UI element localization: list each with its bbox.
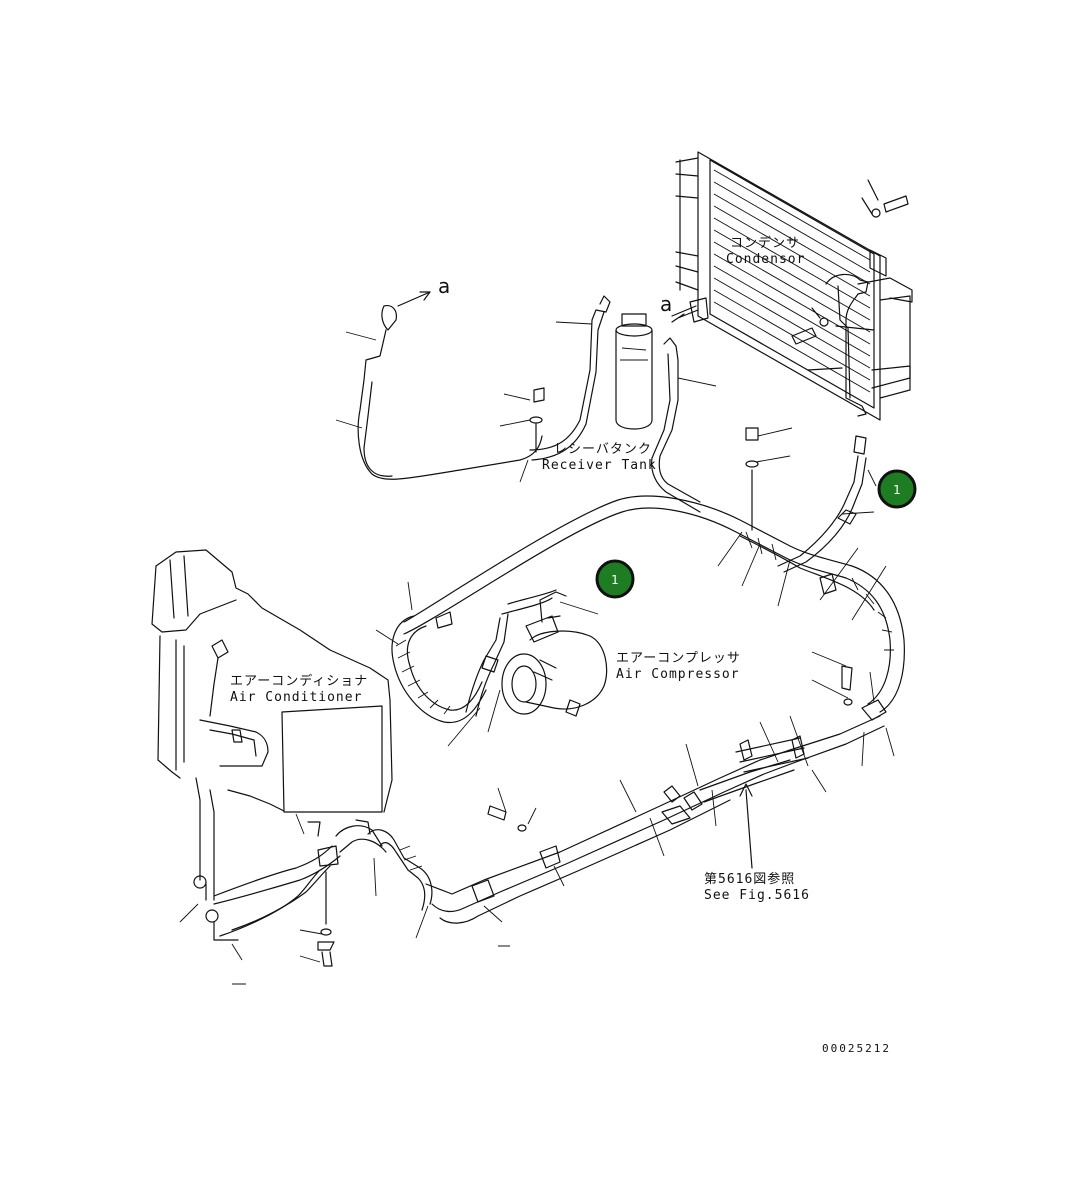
leader-lines [179, 321, 895, 985]
upper-pipes [357, 295, 701, 513]
callout-badge-upper[interactable]: 1 [877, 469, 917, 509]
callout-badge-lower-circle[interactable] [595, 559, 635, 599]
see-fig-label-jp: 第5616図参照 [704, 871, 795, 887]
condensor-label-jp: コンデンサ [730, 235, 800, 251]
callout-badge-lower[interactable]: 1 [595, 559, 635, 599]
receiver-tank-label-en: Receiver Tank [542, 458, 657, 473]
ref-letter-a-left: a [438, 274, 450, 298]
condenser-bolts [671, 179, 909, 417]
callout-badge-upper-circle[interactable] [877, 469, 917, 509]
callout-badge-upper-number: 1 [893, 483, 901, 497]
air-conditioner-unit [151, 549, 393, 941]
air-compressor-label-en: Air Compressor [616, 667, 740, 682]
callout-badge-lower-number: 1 [611, 573, 619, 587]
air-conditioner-label-jp: エアーコンディショナ [230, 673, 368, 689]
air-conditioner-label-en: Air Conditioner [230, 690, 362, 705]
receiver-tank-label-jp: レシーバタンク [554, 442, 652, 457]
air-compressor [465, 589, 608, 717]
lower-pipes [213, 427, 887, 967]
condenser-unit [675, 151, 913, 421]
air-compressor-label-jp: エアーコンプレッサ [616, 651, 741, 666]
ref-arrows [397, 291, 697, 317]
condensor-label-en: Condensor [726, 252, 805, 267]
see-fig-label-en: See Fig.5616 [704, 888, 810, 903]
receiver-tank [615, 313, 653, 430]
ref-letter-a-right: a [660, 292, 672, 316]
drawing-number: 00025212 [822, 1042, 891, 1055]
